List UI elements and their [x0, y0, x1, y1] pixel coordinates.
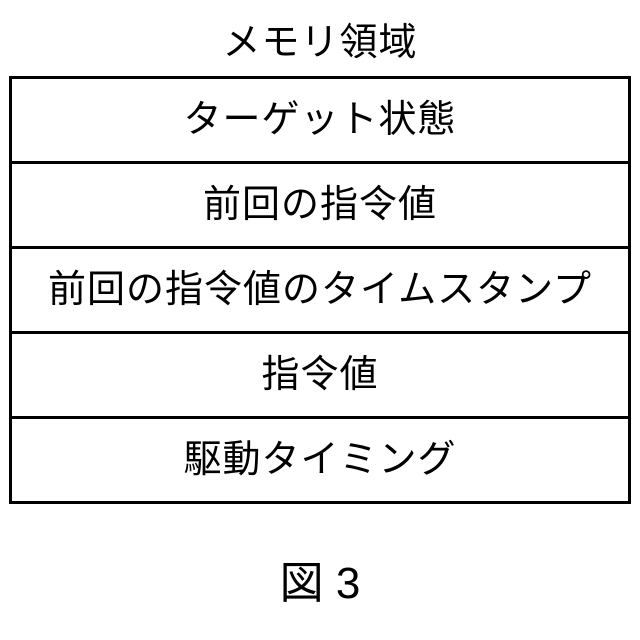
- memory-region-title: メモリ領域: [222, 22, 418, 64]
- table-row-target-state: ターゲット状態: [12, 79, 628, 164]
- memory-region-table: ターゲット状態 前回の指令値 前回の指令値のタイムスタンプ 指令値 駆動タイミン…: [9, 76, 631, 504]
- table-row-previous-command-value: 前回の指令値: [12, 164, 628, 249]
- table-row-drive-timing: 駆動タイミング: [183, 439, 457, 481]
- table-row-previous-command-timestamp: 前回の指令値のタイムスタンプ: [12, 249, 628, 334]
- table-row-command-value: 指令値: [12, 334, 628, 419]
- figure-caption: 図 3: [279, 559, 361, 608]
